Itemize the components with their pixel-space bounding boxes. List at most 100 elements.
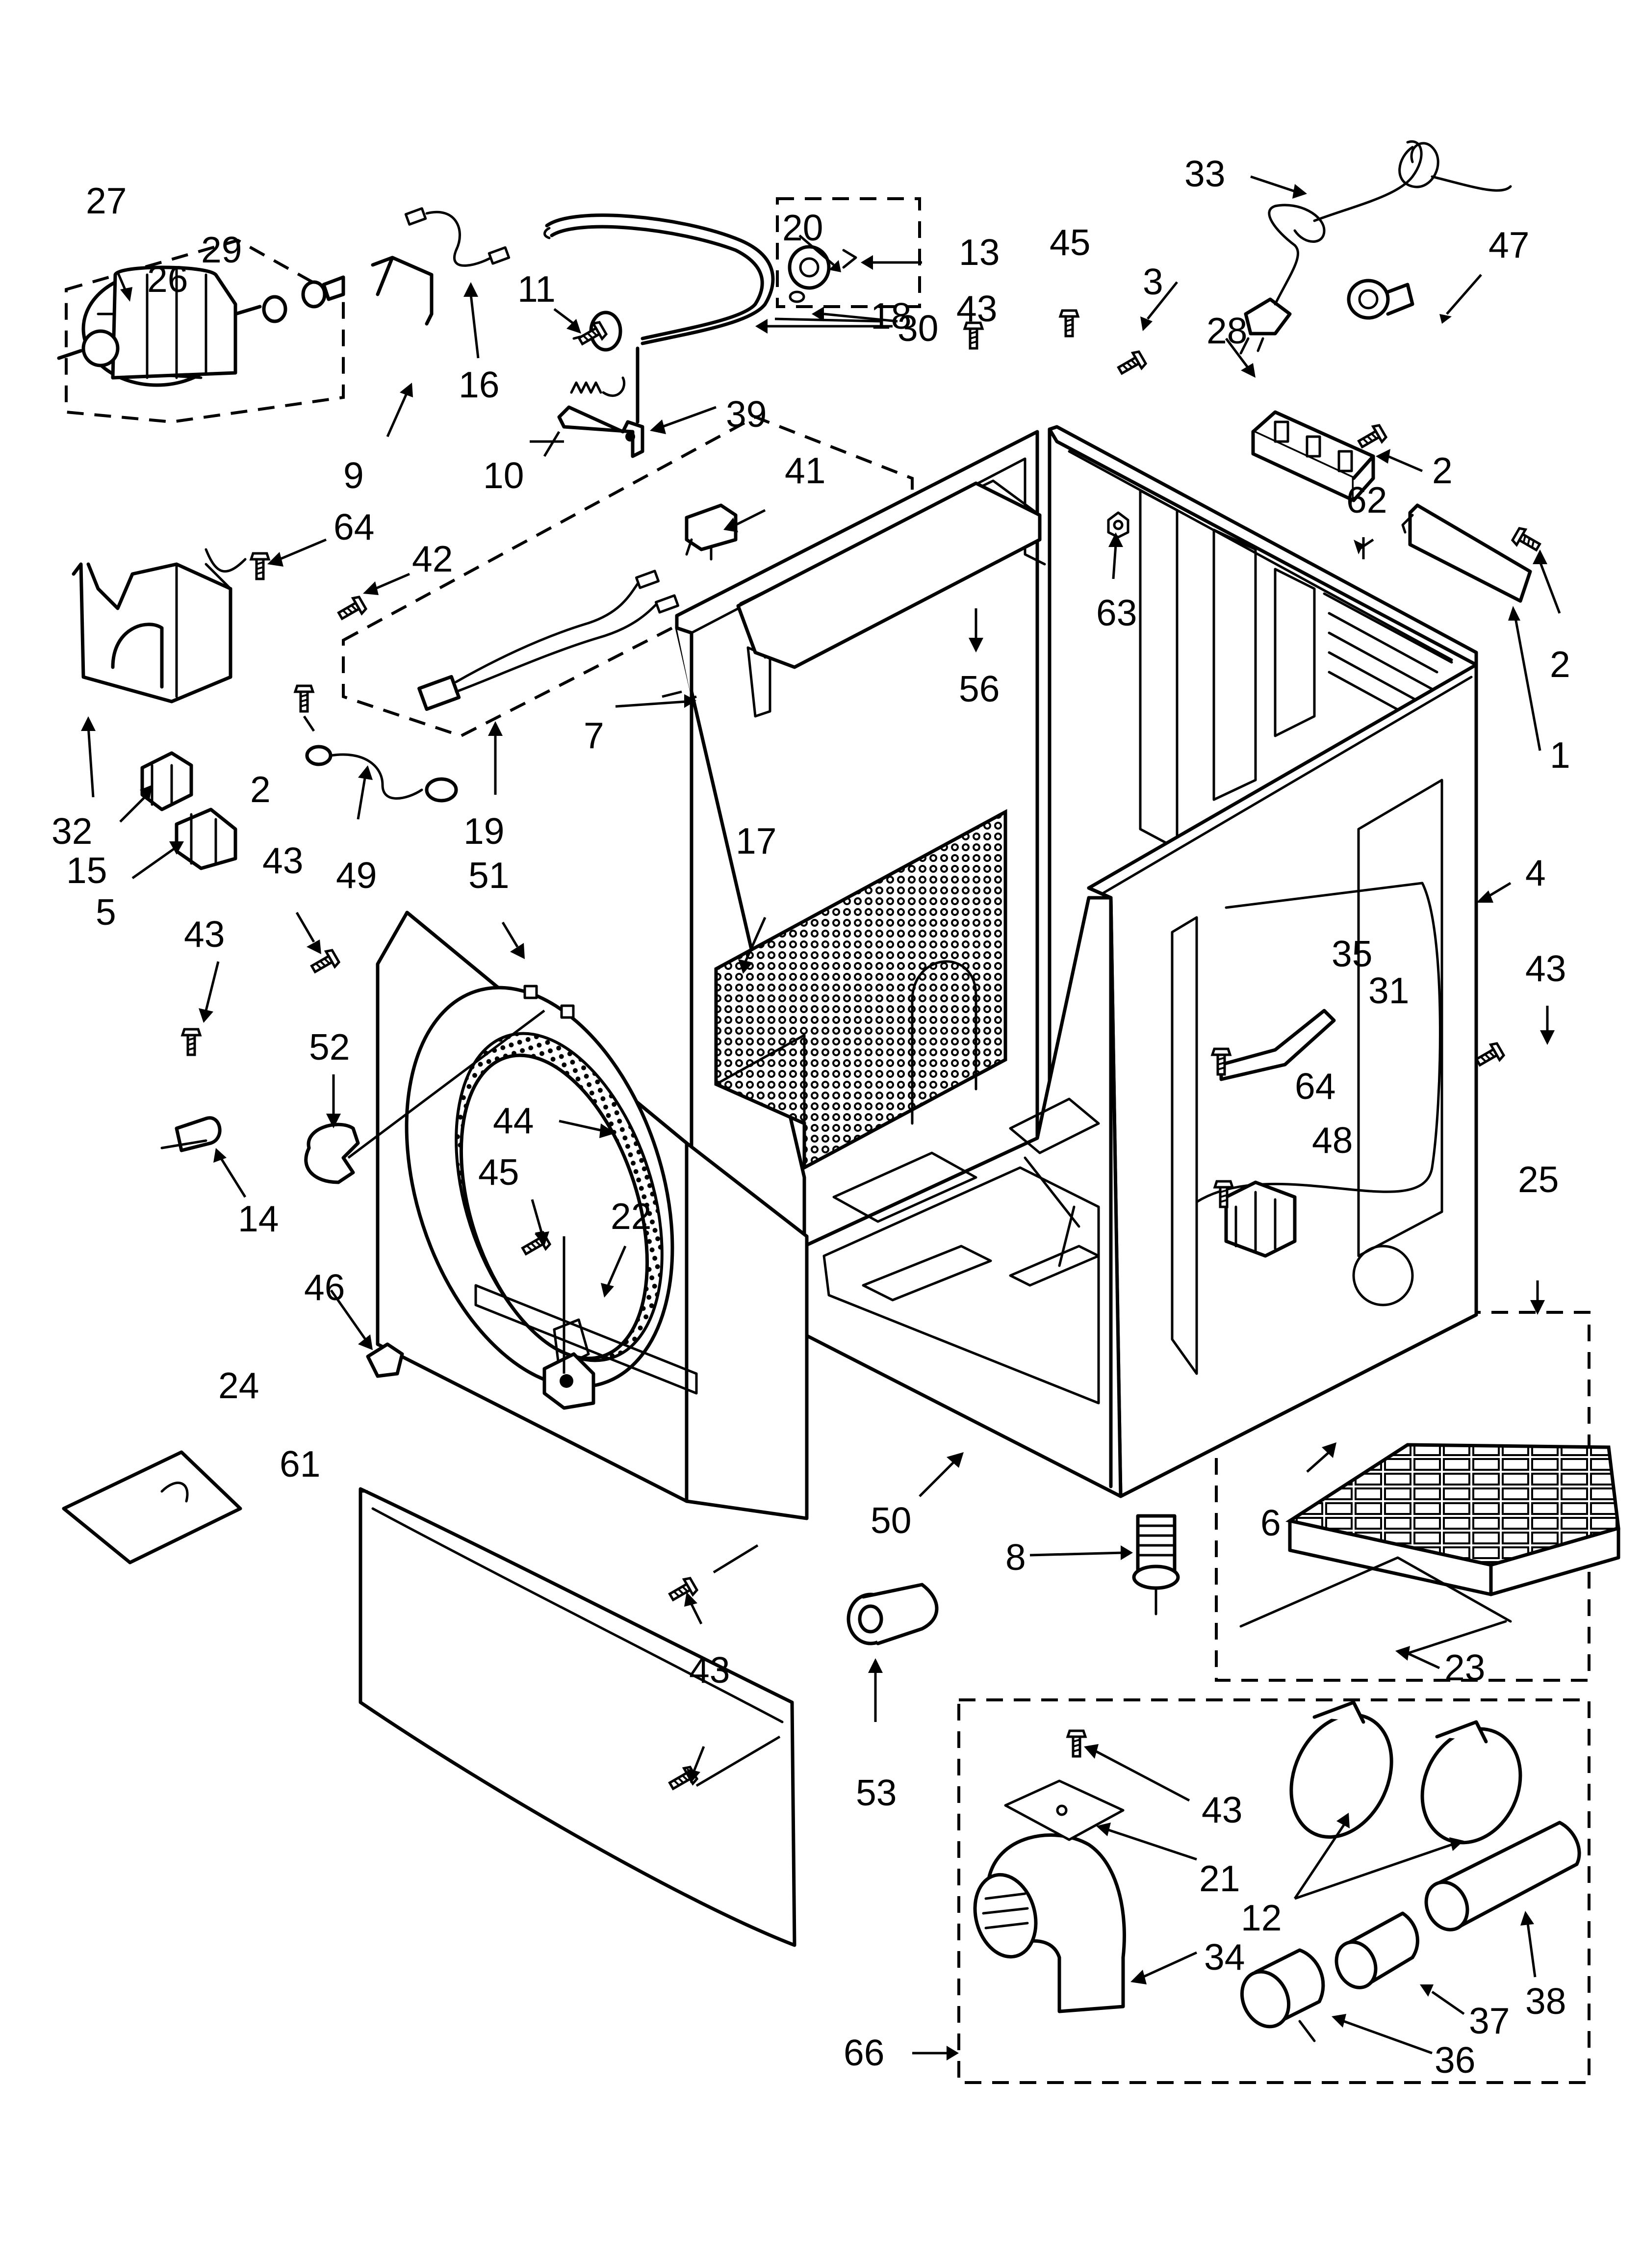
label-51: 51 [468,855,509,896]
label-45-top: 45 [1050,222,1090,263]
label-14: 14 [238,1198,279,1239]
label-25: 25 [1518,1159,1559,1200]
label-6: 6 [1260,1502,1281,1543]
screw-2-ground [295,686,313,711]
cage-nut [1107,511,1129,539]
drive-motor [57,256,434,387]
label-7: 7 [584,715,604,756]
label-27: 27 [86,180,127,221]
label-43-top: 43 [956,288,997,329]
foot-pad [62,1450,242,1564]
label-43-front: 43 [262,840,303,881]
part-labels: 27 29 26 9 16 11 10 39 30 20 18 13 43 45… [51,153,1570,2081]
motor-mount [72,548,247,704]
label-48: 48 [1312,1120,1353,1161]
label-10: 10 [483,455,524,496]
strain-relief [1347,279,1414,320]
label-12: 12 [1241,1897,1282,1938]
vent-elbow [973,1833,1126,2013]
door-catch [366,1342,404,1378]
vent-hood-left [1289,1700,1393,1839]
label-53: 53 [856,1772,897,1813]
thermal-fuse [685,503,738,561]
label-32: 32 [51,810,92,852]
label-3: 3 [1143,261,1163,302]
cabinet [675,425,1478,1498]
label-35: 35 [1332,933,1372,974]
label-2-right: 2 [1550,644,1570,685]
vent-plate [1004,1779,1125,1841]
screw-43-vent [1068,1731,1085,1756]
group-box-27-motor [65,238,345,424]
label-16: 16 [459,364,499,405]
label-21: 21 [1199,1858,1240,1899]
label-45-door: 45 [478,1151,519,1193]
label-62: 62 [1346,479,1387,521]
cabinet-rod [1239,1556,1512,1655]
label-1: 1 [1550,734,1570,776]
label-4: 4 [1525,852,1546,893]
vent-pipe [1424,1821,1581,1931]
label-41: 41 [785,450,825,491]
base-panel [1285,1443,1620,1596]
label-20: 20 [782,207,823,248]
screw-42 [336,595,367,623]
label-24: 24 [218,1365,259,1406]
label-2-left: 2 [250,769,271,810]
vent-clamp [1240,1948,1325,2042]
leader-lines [81,175,1561,2060]
toe-panel [359,1487,796,1947]
screw-43-front [309,948,340,976]
label-2-right-top: 2 [1432,450,1453,491]
label-44: 44 [493,1100,534,1141]
screw-43-side [1474,1042,1505,1069]
vent-coupler [1334,1911,1419,1989]
label-64-left: 64 [334,506,374,547]
label-36: 36 [1435,2039,1475,2081]
label-50: 50 [871,1500,911,1541]
label-43-side: 43 [1525,948,1566,989]
door-ring-clip [304,1122,360,1184]
switch-15 [140,751,193,811]
label-22: 22 [611,1196,651,1237]
vent-hood-right [1420,1720,1522,1845]
label-11: 11 [517,268,556,310]
label-26: 26 [147,259,188,300]
label-18: 18 [871,295,911,337]
label-39: 39 [726,393,767,435]
label-31: 31 [1368,970,1409,1011]
label-63: 63 [1096,592,1137,633]
screw-2-cover [1512,526,1542,554]
idler-spring [570,376,626,397]
label-61: 61 [280,1443,320,1485]
terminal-block [1251,410,1375,502]
sensor-bracket [1219,1009,1336,1081]
idler-arm [557,346,644,458]
group-box-66-vent-kit [957,1698,1591,2084]
wire-harness-16 [404,207,511,267]
wire-harness-19 [417,570,680,711]
switch-5 [175,808,237,870]
terminal-cover [1401,503,1532,603]
label-13: 13 [959,232,1000,273]
label-19: 19 [463,810,504,852]
transformer [1224,1180,1297,1258]
label-47: 47 [1488,224,1529,265]
label-43-vent: 43 [1202,1789,1242,1830]
leveling-leg [1132,1514,1180,1616]
label-37: 37 [1469,2000,1510,2041]
hose-adapter [847,1583,939,1645]
label-29: 29 [201,229,242,270]
label-64-right: 64 [1295,1066,1335,1107]
screw-64-mount [251,553,269,579]
label-17: 17 [736,820,776,861]
label-56: 56 [959,668,1000,709]
label-46: 46 [304,1267,345,1308]
label-43-clamp: 43 [184,913,225,955]
label-42: 42 [412,538,453,579]
label-28: 28 [1206,310,1247,351]
label-9: 9 [343,455,364,496]
drive-belt [543,213,775,345]
idler-pulley-18 [788,245,857,303]
